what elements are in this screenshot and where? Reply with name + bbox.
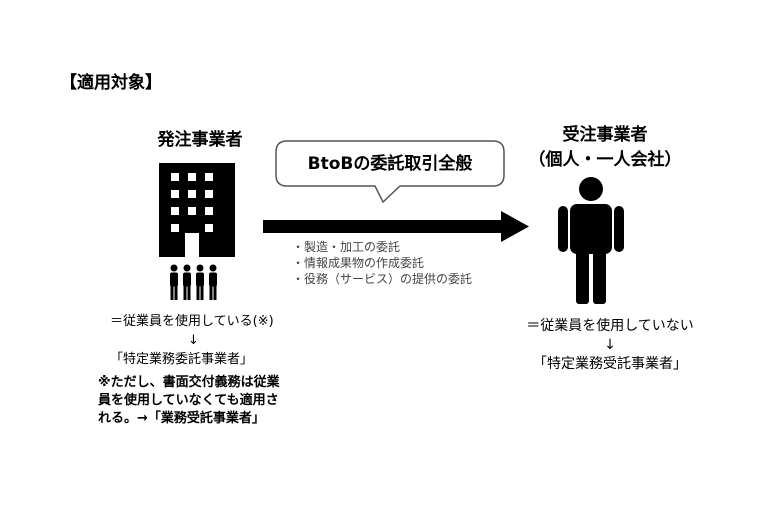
- contractor-info: ＝従業員を使用していない ↓ 「特定業務受託事業者」: [515, 317, 705, 374]
- transaction-item: ・製造・加工の委託: [292, 240, 401, 254]
- note: ※ただし、書面交付義務は従業 員を使用していなくても適用さ れる。→「業務受託事…: [98, 374, 318, 428]
- client-info-line1: ＝従業員を使用している(※): [110, 314, 274, 329]
- speech-bubble-icon: [275, 140, 505, 204]
- note-line2: 員を使用していなくても適用さ: [98, 393, 279, 408]
- transaction-item: ・役務（サービス）の提供の委託: [292, 272, 473, 286]
- transaction-item: ・情報成果物の作成委託: [292, 256, 425, 270]
- client-info-line2: 「特定業務委託事業者」: [110, 352, 254, 367]
- contractor-info-line1: ＝従業員を使用していない: [526, 318, 694, 334]
- contractor-info-line2: 「特定業務受託事業者」: [533, 356, 687, 372]
- down-arrow-icon: ↓: [604, 337, 616, 353]
- person-icon: [558, 177, 624, 304]
- employees-icon: [170, 264, 217, 300]
- bubble-text: BtoBの委託取引全般: [307, 154, 473, 174]
- heading: 【適用対象】: [60, 73, 162, 93]
- contractor-title-line1: 受注事業者: [562, 125, 648, 145]
- client-info: ＝従業員を使用している(※) ↓ 「特定業務委託事業者」: [110, 312, 310, 369]
- building-icon: [159, 163, 235, 257]
- note-line3: れる。→「業務受託事業者」: [98, 411, 265, 426]
- arrow-right-icon: [263, 211, 529, 242]
- contractor-title-line2: （個人・一人会社）: [528, 150, 682, 170]
- transaction-list: ・製造・加工の委託 ・情報成果物の作成委託 ・役務（サービス）の提供の委託: [292, 239, 472, 287]
- down-arrow-icon: ↓: [188, 333, 199, 348]
- client-title: 発注事業者: [157, 130, 243, 150]
- contractor-title: 受注事業者 （個人・一人会社）: [520, 123, 690, 173]
- note-line1: ※ただし、書面交付義務は従業: [98, 375, 280, 390]
